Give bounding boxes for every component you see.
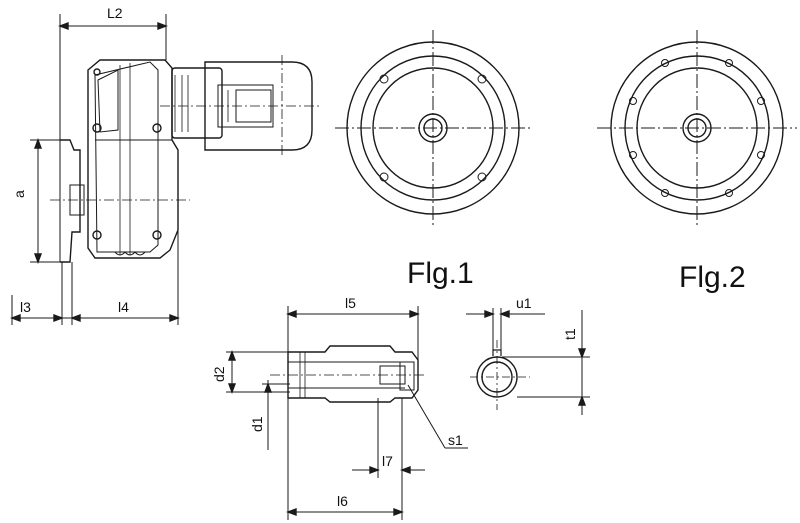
dim-label-d1: d1 bbox=[249, 416, 265, 432]
dim-label-s1: s1 bbox=[448, 432, 463, 448]
keyway-end-view bbox=[466, 308, 590, 415]
gearmotor-side-view bbox=[10, 14, 320, 325]
flange-view-fig1 bbox=[335, 30, 531, 226]
dim-label-l3: l3 bbox=[20, 299, 31, 315]
caption-fig2: Flg.2 bbox=[679, 261, 746, 294]
dim-label-l6: l6 bbox=[337, 493, 348, 509]
caption-fig1: Flg.1 bbox=[407, 257, 474, 290]
dim-label-t1: t1 bbox=[562, 328, 578, 340]
dim-label-d2: d2 bbox=[211, 366, 227, 382]
flange-view-fig2 bbox=[597, 30, 797, 226]
dim-label-l5: l5 bbox=[345, 295, 356, 311]
dim-label-l7: l7 bbox=[382, 453, 393, 469]
dim-label-L2: L2 bbox=[107, 5, 123, 21]
hollow-shaft-section bbox=[226, 306, 468, 520]
dim-label-l4: l4 bbox=[118, 299, 129, 315]
dim-label-u1: u1 bbox=[516, 295, 532, 311]
dim-label-a: a bbox=[11, 190, 27, 198]
